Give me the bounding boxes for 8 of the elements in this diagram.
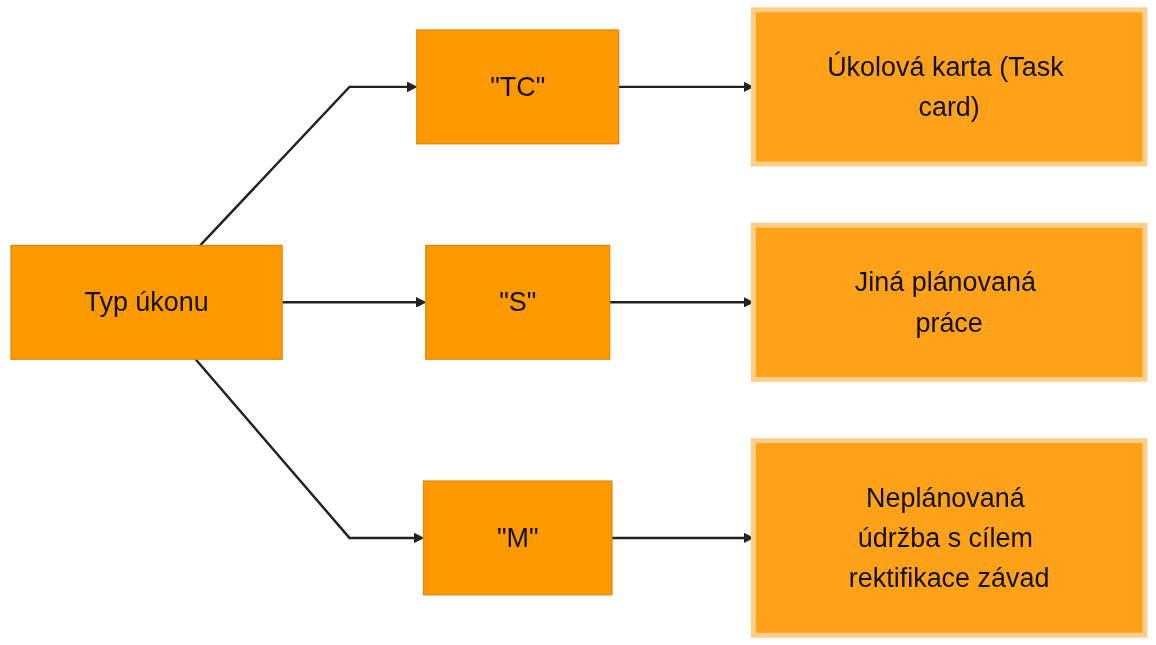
node-box: "TC" [416, 29, 620, 145]
node-box: Typ úkonu [10, 244, 283, 360]
arrow [194, 358, 424, 544]
node-box: Úkolová karta (Task card) [750, 7, 1148, 167]
node-box: "S" [425, 244, 611, 360]
node-box: Jiná plánovaná práce [750, 222, 1148, 382]
node-box: Neplánovaná údržba s cílem rektifikace závad [750, 438, 1148, 638]
node-box: "M" [422, 480, 613, 596]
